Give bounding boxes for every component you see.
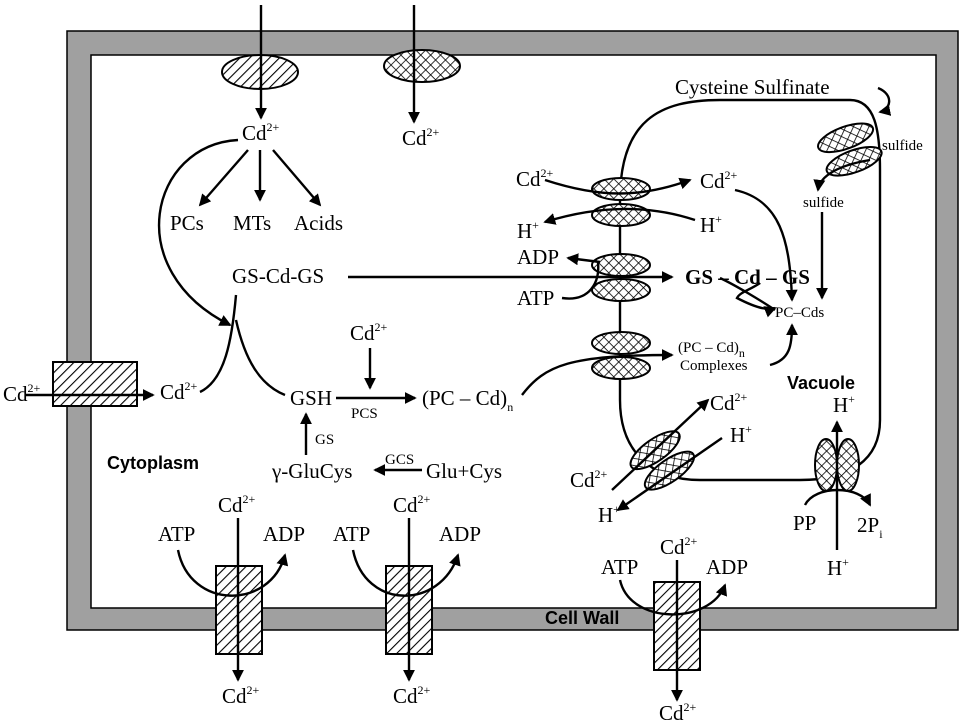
atp-pump-1: ATP xyxy=(158,522,195,546)
gamma-glucys: γ-GluCys xyxy=(271,459,352,483)
atp-pump-3: ATP xyxy=(601,555,638,579)
pp-label: PP xyxy=(793,511,816,535)
cysteine-sulfinate: Cysteine Sulfinate xyxy=(675,75,830,99)
h-out-2: H+ xyxy=(598,502,620,527)
cd-pump-1-out: Cd2+ xyxy=(222,683,260,708)
complexes-label: Complexes xyxy=(680,358,748,374)
sulfide-inner: sulfide xyxy=(803,195,844,211)
h-cytoplasm-3: H+ xyxy=(827,555,849,580)
glu-cys: Glu+Cys xyxy=(426,459,502,483)
atp-pump-2: ATP xyxy=(333,522,370,546)
cd-outside-left: Cd2+ xyxy=(3,381,41,406)
sulfide-outer: sulfide xyxy=(882,138,923,154)
h-vacuole-3: H+ xyxy=(833,392,855,417)
cd-cytoplasm-left: Cd2+ xyxy=(160,379,198,404)
top-channel-1 xyxy=(221,5,299,120)
enzyme-pcs: PCS xyxy=(351,406,378,422)
tonoplast-pc-transporter xyxy=(591,331,651,380)
h-in-1: H+ xyxy=(700,212,722,237)
tonoplast-ppase xyxy=(814,438,860,492)
atp-vacuole: ATP xyxy=(517,286,554,310)
pc-cds: PC–Cds xyxy=(775,305,824,321)
cd-pump-3-out: Cd2+ xyxy=(659,700,697,723)
enzyme-gs: GS xyxy=(315,432,334,448)
cd-pump-3: Cd2+ xyxy=(660,534,698,559)
gs-cd-gs: GS-Cd-GS xyxy=(232,264,324,288)
h-in-2: H+ xyxy=(730,422,752,447)
cd-antiport-2-in: Cd2+ xyxy=(570,467,608,492)
left-transporter xyxy=(52,361,138,407)
cell-wall-label: Cell Wall xyxy=(545,608,619,628)
enzyme-gcs: GCS xyxy=(385,452,414,468)
cell-wall xyxy=(66,30,959,631)
adp-vacuole: ADP xyxy=(517,245,559,269)
adp-pump-1: ADP xyxy=(263,522,305,546)
adp-pump-3: ADP xyxy=(706,555,748,579)
top-channel-2 xyxy=(383,5,461,124)
cytoplasm-label: Cytoplasm xyxy=(107,453,199,473)
cd-pump-1: Cd2+ xyxy=(218,492,256,517)
cd-antiport-in: Cd2+ xyxy=(516,166,554,191)
mts-label: MTs xyxy=(233,211,271,235)
adp-pump-2: ADP xyxy=(439,522,481,546)
cd-pump-2: Cd2+ xyxy=(393,492,431,517)
cd-top-right: Cd2+ xyxy=(402,125,440,150)
pc-cd-n: (PC – Cd)n xyxy=(422,386,513,414)
pc-cd-complex: (PC – Cd)n xyxy=(678,340,745,360)
acids-label: Acids xyxy=(294,211,343,235)
tonoplast-abc-transporter xyxy=(591,253,651,302)
cd-vacuole-1: Cd2+ xyxy=(700,168,738,193)
pcs-label: PCs xyxy=(170,211,204,235)
two-pi-label: 2Pi xyxy=(857,513,883,541)
cd-vacuole-2: Cd2+ xyxy=(710,390,748,415)
h-out-1: H+ xyxy=(517,218,539,243)
cd-top: Cd2+ xyxy=(242,120,280,145)
cd-pump-2-out: Cd2+ xyxy=(393,683,431,708)
cd-pcs: Cd2+ xyxy=(350,320,388,345)
gsh: GSH xyxy=(290,386,332,410)
vacuole-label: Vacuole xyxy=(787,373,855,393)
